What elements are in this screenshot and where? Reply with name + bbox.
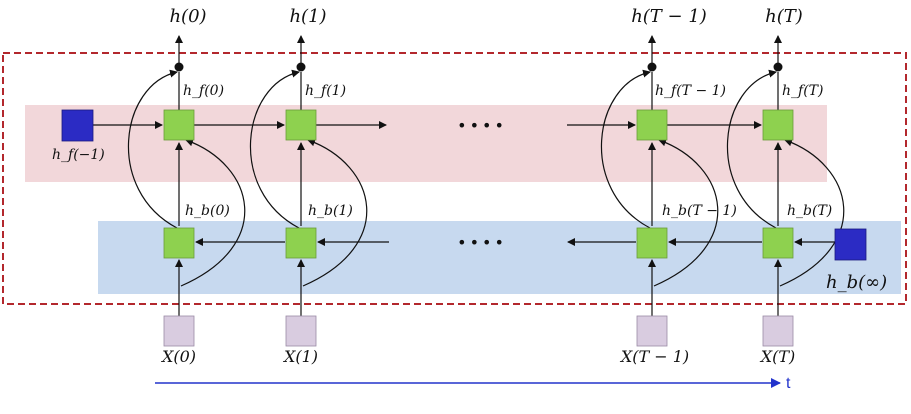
merge-node <box>296 62 306 72</box>
forward-initial-label: h_f(−1) <box>52 147 105 163</box>
backward-state-labels: h_b(0) h_b(1) h_b(T − 1) h_b(T) h_b(∞) <box>185 203 887 293</box>
forward-cell <box>636 109 668 141</box>
forward-cell <box>762 109 794 141</box>
forward-state-labels: h_f(0) h_f(1) h_f(T − 1) h_f(T) h_f(−1) <box>52 83 823 163</box>
forward-band <box>25 105 827 182</box>
output-label: h(1) <box>289 6 326 27</box>
forward-to-node-connections <box>178 72 779 110</box>
forward-cell <box>285 109 317 141</box>
merge-node <box>647 62 657 72</box>
input-label: X(1) <box>282 347 318 366</box>
backward-state-label: h_b(T − 1) <box>662 203 737 219</box>
input-labels: X(0) X(1) X(T − 1) X(T) <box>160 347 795 366</box>
backward-cell <box>636 227 668 259</box>
forward-state-label: h_f(T − 1) <box>655 83 726 99</box>
input-label: X(T) <box>759 347 796 366</box>
backward-cell <box>163 227 195 259</box>
forward-ellipsis: •••• <box>457 116 507 135</box>
bidirectional-layer-border <box>2 52 907 305</box>
backward-initial-state <box>834 228 867 261</box>
input-connections <box>175 259 782 316</box>
forward-cells <box>163 109 794 141</box>
input-box <box>762 315 794 347</box>
backward-cells <box>163 227 794 259</box>
input-skip-curves <box>180 138 845 287</box>
forward-cell <box>163 109 195 141</box>
forward-state-label: h_f(T) <box>782 83 823 99</box>
forward-initial-state <box>61 109 94 142</box>
input-label: X(T − 1) <box>619 347 689 366</box>
output-labels: h(0) h(1) h(T − 1) h(T) <box>169 6 802 27</box>
output-label: h(T) <box>765 6 803 27</box>
output-label: h(T − 1) <box>631 6 707 27</box>
merge-node <box>773 62 783 72</box>
input-boxes <box>163 315 794 347</box>
backward-initial-label: h_b(∞) <box>826 272 887 293</box>
output-label: h(0) <box>169 6 206 27</box>
time-axis-label: t <box>786 375 791 392</box>
forward-state-label: h_f(1) <box>305 83 346 99</box>
input-box <box>636 315 668 347</box>
merge-node <box>174 62 184 72</box>
input-box <box>163 315 195 347</box>
backward-cell <box>285 227 317 259</box>
backward-state-label: h_b(0) <box>185 203 230 219</box>
backward-state-label: h_b(1) <box>308 203 353 219</box>
backward-state-label: h_b(T) <box>787 203 832 219</box>
backward-ellipsis: •••• <box>457 233 507 252</box>
merge-nodes <box>174 62 783 72</box>
backward-to-forward-connections <box>175 142 782 226</box>
backward-to-output-curves <box>128 69 777 229</box>
output-connections <box>175 35 782 66</box>
backward-cell <box>762 227 794 259</box>
forward-state-label: h_f(0) <box>183 83 224 99</box>
input-label: X(0) <box>160 347 196 366</box>
input-box <box>285 315 317 347</box>
